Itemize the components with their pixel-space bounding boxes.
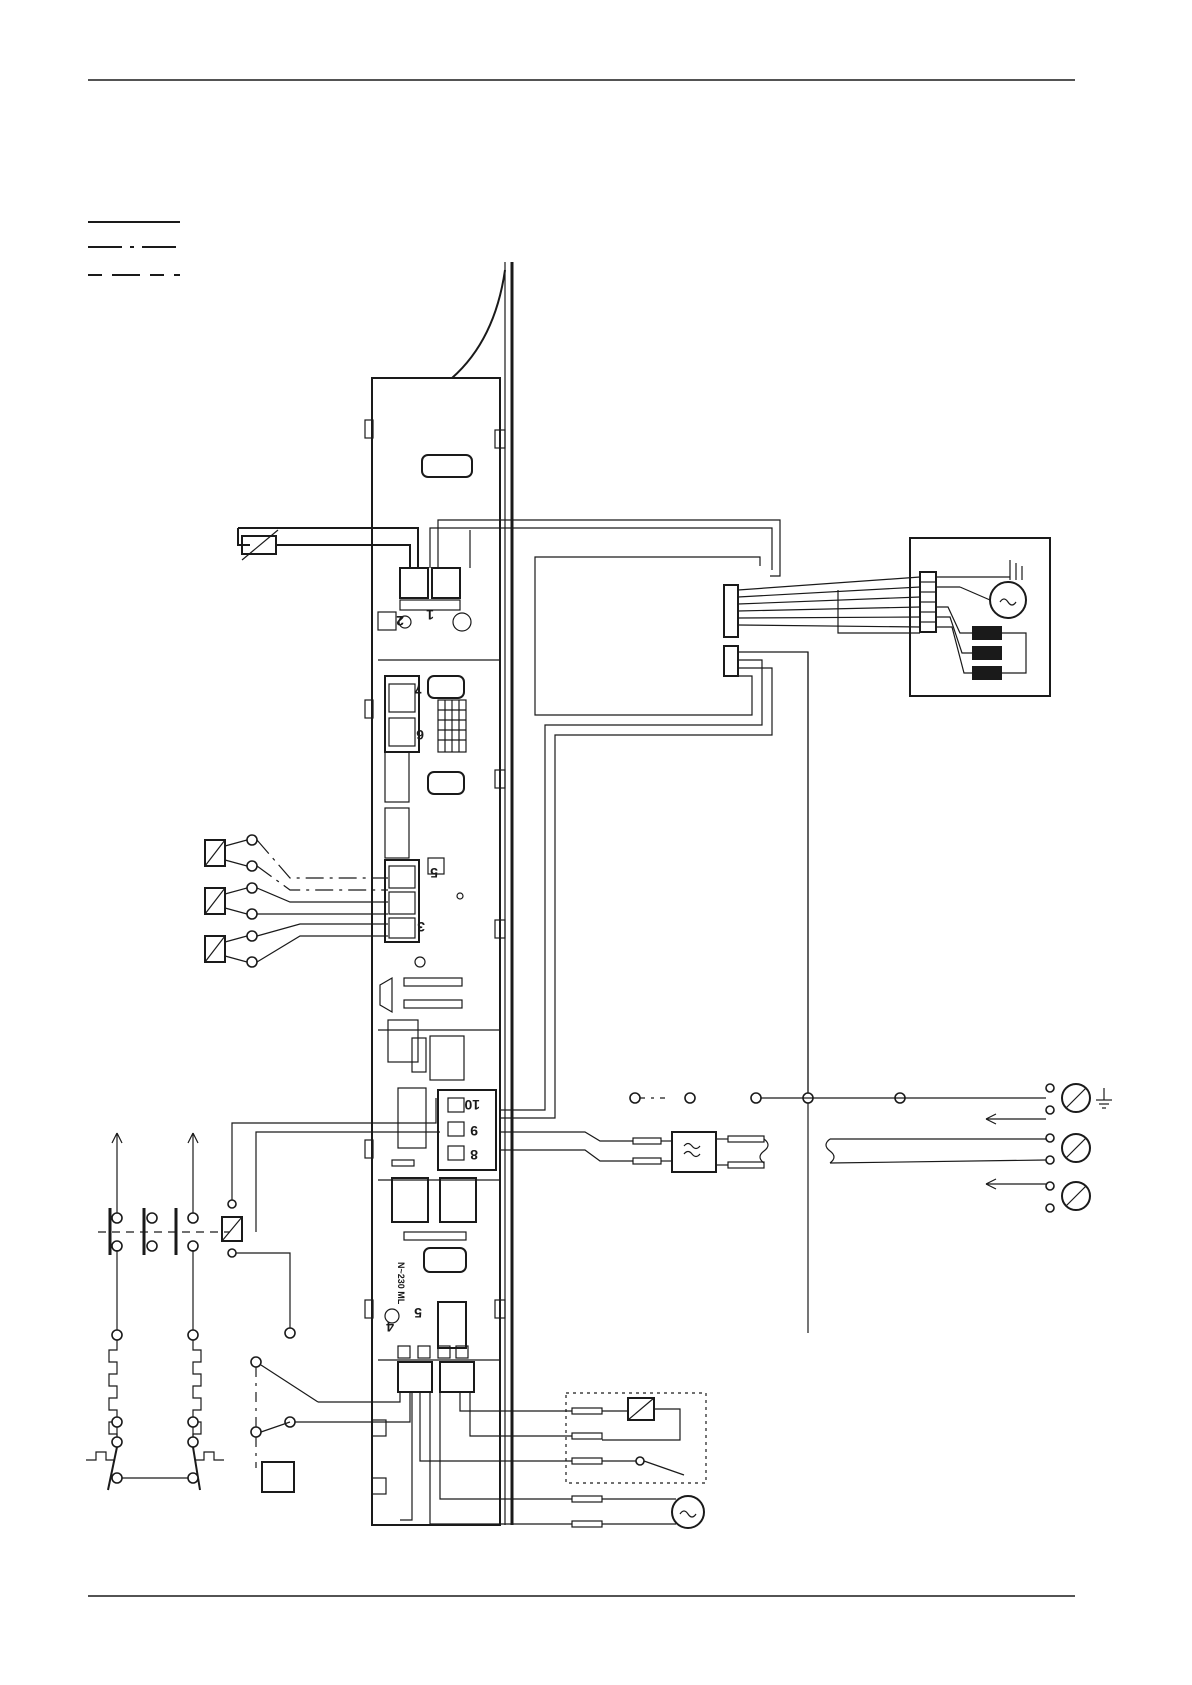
board-tab: [372, 1478, 386, 1494]
connector-6-pins: [389, 684, 415, 712]
connector-3-pins: [389, 892, 415, 914]
connector-5: [438, 1302, 466, 1348]
board-slot: [424, 1248, 466, 1272]
board-slot: [404, 978, 462, 986]
connector-3-pins: [389, 866, 415, 888]
label-terminal-10: 10: [464, 1097, 480, 1113]
label-connector-6: 6: [416, 727, 424, 743]
terminal-9: [448, 1122, 464, 1136]
logo-mark: [380, 978, 392, 1012]
dotted-block: [385, 752, 409, 802]
line-style-legend: [88, 222, 180, 275]
left-sensors: [205, 835, 388, 967]
label-connector-3: 3: [417, 919, 425, 935]
label-connector-5b: 5: [430, 865, 438, 881]
connector-2: [400, 568, 428, 598]
label-terminal-8: 8: [470, 1147, 478, 1163]
ntc-sensor: [238, 520, 780, 576]
connector-4b: [440, 1362, 474, 1392]
relay-left: [392, 1178, 428, 1222]
hinge-curve: [452, 270, 505, 378]
board-dot: [415, 957, 425, 967]
connector-6: [385, 676, 419, 752]
pin: [398, 1346, 410, 1358]
pin: [418, 1346, 430, 1358]
neutral-terminal-icon: [1046, 1182, 1090, 1212]
harness-plug: [724, 585, 738, 637]
dotted-block: [385, 808, 409, 858]
label-connector-7: 7: [414, 681, 422, 697]
label-connector-5: 5: [414, 1305, 422, 1321]
dotted-enclosure: [566, 1393, 706, 1483]
label-connector-4: 4: [386, 1319, 394, 1335]
board-marking: N~230 ML: [396, 1262, 406, 1305]
label-terminal-9: 9: [470, 1123, 478, 1139]
board-slot: [428, 676, 464, 698]
connector-3: [385, 860, 419, 942]
board-mark: [392, 1160, 414, 1166]
pump-icon: [262, 1462, 294, 1492]
filter-icon: [500, 1132, 1046, 1172]
board-slot: [422, 455, 472, 477]
connector-3-pins: [389, 918, 415, 938]
pressure-switch-icon: [251, 1328, 410, 1492]
board-slot: [404, 1000, 462, 1008]
heater-icon: [109, 1250, 201, 1447]
board-tab: [378, 612, 396, 630]
board-slot: [428, 772, 464, 794]
board-hole: [453, 613, 471, 631]
ground-terminal-icon: [1046, 1084, 1112, 1114]
relay-coil-block: [398, 1088, 426, 1148]
device-harness: [500, 557, 920, 1333]
fan-motor-icon: [936, 582, 1026, 618]
switch-icon: [602, 1457, 684, 1475]
control-board: 1 2 3 4 5 5 6 7 8 9 10 N~230 ML: [365, 262, 512, 1525]
coil-icon: [222, 1098, 440, 1333]
terminal-10: [448, 1098, 464, 1112]
thermostat-icon: [86, 1447, 224, 1490]
relay-right: [440, 1178, 476, 1222]
right-device-box: [910, 538, 1050, 696]
board-housing: [372, 378, 500, 1525]
terminal-8: [448, 1146, 464, 1160]
sensor-2: [205, 883, 388, 919]
safety-circuit: [86, 1098, 440, 1492]
relay-block: [430, 1036, 464, 1080]
harness-plug: [724, 646, 738, 676]
sensor-3: [205, 924, 388, 967]
ground-icon: [936, 560, 1022, 580]
ic-grid: [438, 700, 466, 752]
label-connector-1: 1: [426, 607, 434, 623]
connector-1: [432, 568, 460, 598]
mains-supply: [500, 652, 1112, 1212]
label-connector-2: 2: [396, 613, 404, 629]
phase-terminal-icon: [1046, 1134, 1090, 1164]
fuse-holder: [388, 1020, 418, 1062]
board-dot: [457, 893, 463, 899]
valve-icon: [602, 1398, 680, 1440]
sensor-1: [205, 835, 388, 890]
board-slot: [404, 1232, 466, 1240]
fuse: [412, 1038, 426, 1072]
bottom-right-devices: [400, 1392, 706, 1528]
connector-4: [398, 1362, 432, 1392]
pump-motor-icon: [602, 1496, 704, 1528]
connector-6-pins: [389, 718, 415, 746]
